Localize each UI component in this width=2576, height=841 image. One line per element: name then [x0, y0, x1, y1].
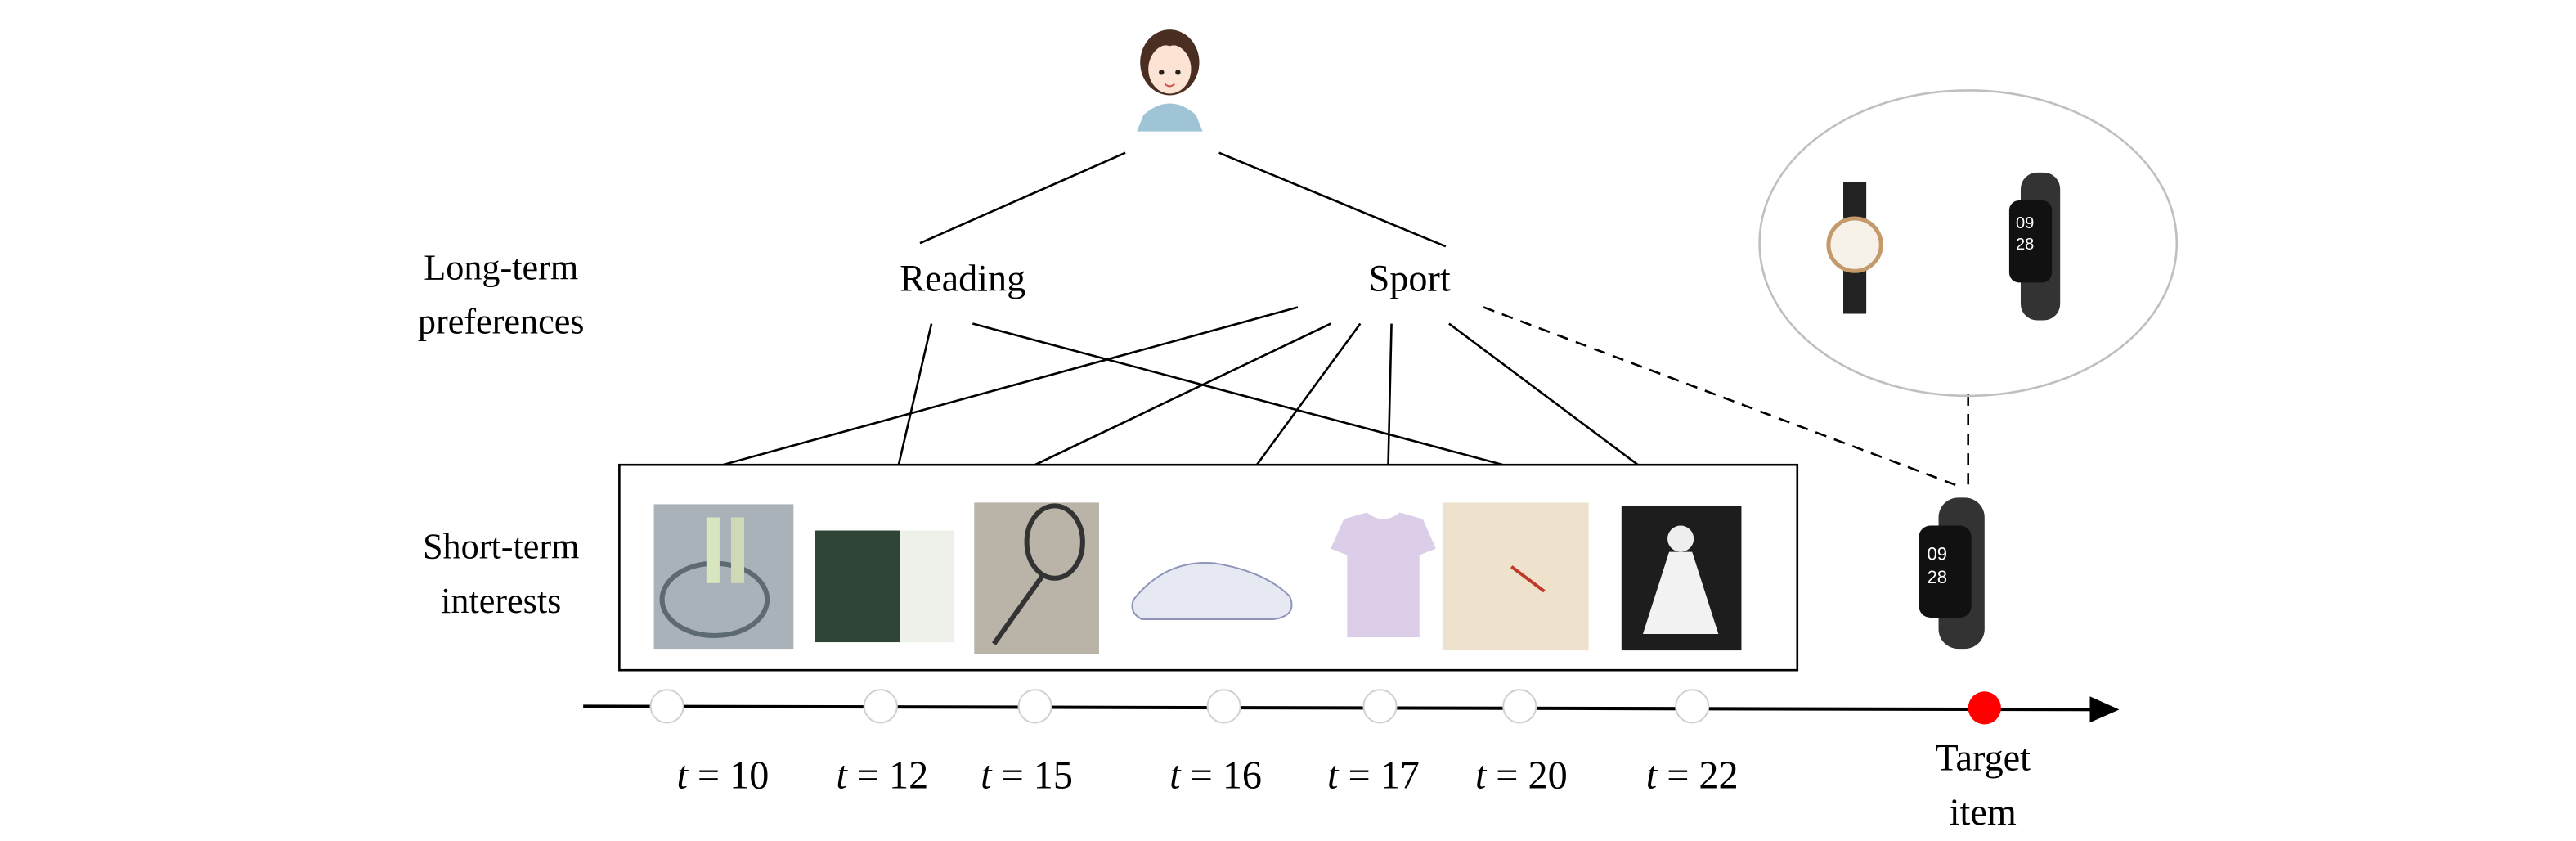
sport-tshirt-image [1331, 512, 1436, 638]
svg-text:09: 09 [2016, 214, 2034, 232]
target-smart-watch-icon: 09 28 [1919, 497, 1985, 650]
shuttlecock-image [1621, 506, 1742, 651]
time-labels: t = 10 t = 12 t = 15 t = 16 t = 17 t = 2… [676, 754, 1738, 798]
timeline-point [1502, 689, 1537, 724]
badminton-racket-image [974, 502, 1099, 654]
smart-watch-icon: 09 28 [2008, 172, 2061, 321]
preference-sport: Sport [1369, 257, 1451, 299]
candidate-items-ellipse [1758, 89, 2179, 398]
long-term-label-line2: preferences [418, 302, 585, 342]
timeline-point [649, 689, 684, 724]
time-label: t = 17 [1327, 754, 1420, 798]
svg-text:09: 09 [1927, 544, 1947, 564]
target-label-line1: Target [1936, 737, 2031, 779]
svg-text:28: 28 [2016, 236, 2034, 254]
timeline-point [1017, 689, 1052, 724]
sneaker-image [1131, 562, 1293, 620]
time-label: t = 22 [1646, 754, 1739, 798]
book-image [1442, 502, 1589, 651]
timeline-points [649, 689, 2001, 725]
time-label: t = 16 [1169, 754, 1262, 798]
book-set-image [815, 530, 955, 643]
target-point [1968, 691, 2001, 725]
hierarchy-lines [722, 151, 1970, 489]
timeline-point [1675, 689, 1710, 724]
long-term-label-line1: Long-term [424, 247, 578, 287]
user-avatar-icon [1137, 29, 1203, 132]
short-term-label-line2: interests [441, 581, 561, 621]
target-label-line2: item [1950, 791, 2017, 833]
wrist-watch-icon [1826, 182, 1883, 314]
timeline-point [863, 689, 898, 724]
time-label: t = 15 [981, 754, 1073, 798]
timeline-axis [583, 696, 2120, 723]
jump-rope-image [653, 504, 794, 650]
time-label: t = 20 [1475, 754, 1568, 798]
svg-text:28: 28 [1927, 567, 1947, 587]
short-term-box [618, 463, 1799, 672]
time-label: t = 12 [836, 754, 928, 798]
short-term-label-line1: Short-term [423, 527, 579, 567]
preference-reading: Reading [900, 257, 1025, 299]
time-label: t = 10 [676, 754, 769, 798]
timeline-point [1362, 689, 1398, 724]
timeline-point [1206, 689, 1241, 724]
